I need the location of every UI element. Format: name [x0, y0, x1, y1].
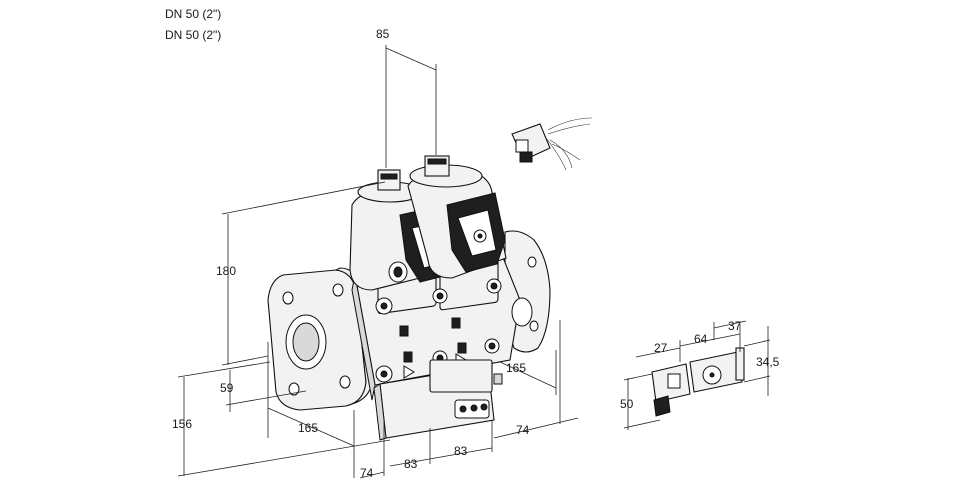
dimension-34-5: 34,5	[743, 326, 780, 396]
dimension-74-right: 74	[493, 320, 579, 439]
dimension-165-right: 165	[499, 350, 557, 395]
dim-label-74-right: 74	[516, 423, 530, 437]
header-line-1: DN 50 (2")	[165, 7, 221, 21]
double-valve-assembly	[267, 155, 551, 441]
dimension-156: 156	[172, 361, 391, 477]
dim-label-180: 180	[216, 264, 236, 278]
dim-label-165-right: 165	[506, 361, 526, 375]
left-flange	[267, 267, 373, 411]
dim-label-50: 50	[620, 397, 634, 411]
header-line-2: DN 50 (2")	[165, 28, 221, 42]
dimension-85: 85	[376, 27, 437, 168]
dim-label-74-bottom: 74	[360, 466, 374, 480]
dim-label-34-5: 34,5	[756, 355, 780, 369]
dimension-50: 50	[620, 373, 661, 430]
dimension-83-pair: 83 83	[389, 420, 493, 471]
dim-label-83-b: 83	[454, 444, 468, 458]
dim-label-156: 156	[172, 417, 192, 431]
dimension-27: 27	[635, 340, 681, 362]
dimension-74-bottom: 74	[359, 420, 385, 480]
dimension-165-bottom: 165	[267, 342, 355, 478]
dimension-180: 180	[216, 181, 386, 366]
dim-label-165-bottom: 165	[298, 421, 318, 435]
solenoid-coil-right	[407, 155, 507, 279]
detail-solenoid-drawing	[651, 347, 745, 417]
dim-label-85: 85	[376, 27, 390, 41]
dim-label-83-a: 83	[404, 457, 418, 471]
dim-label-37: 37	[728, 319, 742, 333]
dim-label-64: 64	[694, 332, 708, 346]
dimension-59: 59	[220, 370, 307, 412]
dimension-64: 64	[679, 324, 741, 352]
cable-connector	[511, 117, 593, 171]
dim-label-59: 59	[220, 381, 234, 395]
dimension-37: 37	[713, 319, 747, 340]
dim-label-27: 27	[654, 341, 668, 355]
